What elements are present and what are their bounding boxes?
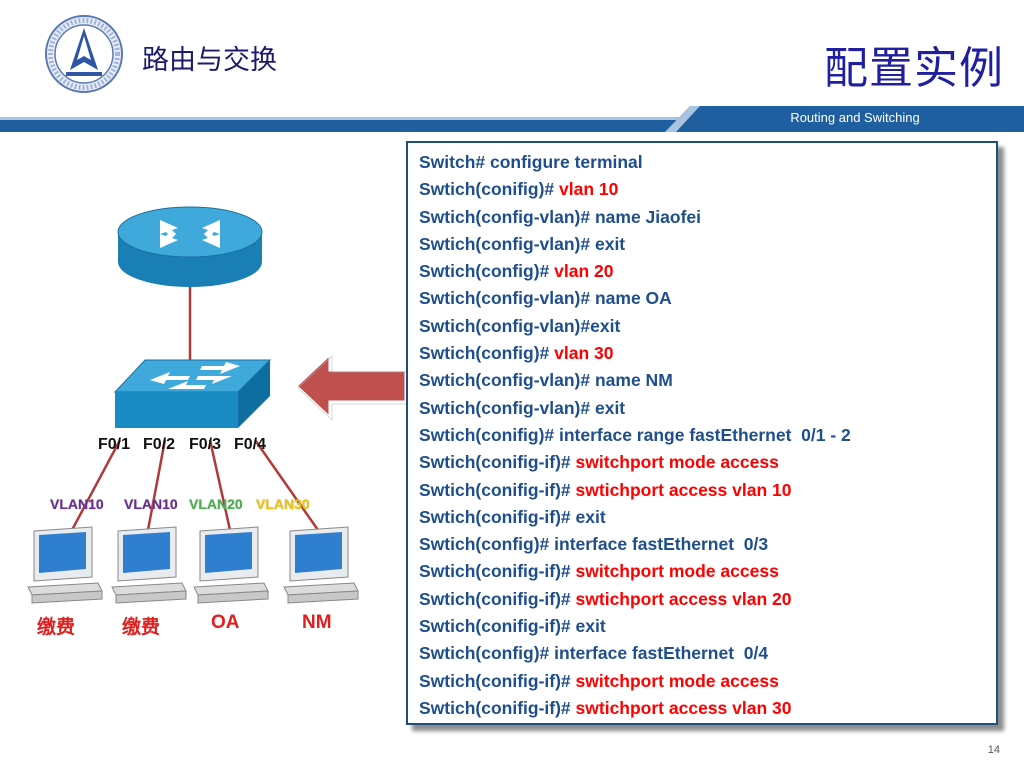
config-prompt: Swtich(conifig-if)# xyxy=(419,561,576,582)
config-line: Swtich(config)# vlan 30 xyxy=(419,340,851,367)
config-prompt: Swtich(conifig)# xyxy=(419,179,559,200)
config-line: Swtich(config)# vlan 20 xyxy=(419,258,851,285)
config-prompt: Swtich(config)# xyxy=(419,343,555,364)
university-logo-icon xyxy=(45,15,123,93)
config-highlight-command: switchport mode access xyxy=(575,561,779,582)
config-prompt: Swtich(config-vlan)# name OA xyxy=(419,288,672,309)
slide-title: 配置实例 xyxy=(824,43,1004,94)
pc-icon xyxy=(27,526,103,604)
config-prompt: Swtich(config-vlan)#exit xyxy=(419,315,621,336)
router-icon xyxy=(117,206,263,287)
config-highlight-command: vlan 20 xyxy=(554,261,614,282)
config-highlight-command: switchport mode access xyxy=(575,452,779,473)
config-highlight-command: swtichport access vlan 20 xyxy=(575,588,792,609)
vlan-label: VLAN30 xyxy=(256,496,310,512)
config-prompt: Swtich(conifig-if)# xyxy=(419,670,576,691)
config-highlight-command: vlan 30 xyxy=(554,343,614,364)
config-prompt: Swtich(config-vlan)# name Jiaofei xyxy=(419,206,701,227)
config-prompt: Swtich(conifig-if)# xyxy=(419,479,576,500)
pc-label: OA xyxy=(211,612,240,633)
config-line: Swtich(conifig-if)# swtichport access vl… xyxy=(419,477,851,504)
vlan-label: VLAN10 xyxy=(124,496,178,512)
header-band xyxy=(0,106,1024,132)
config-prompt: Swtich(conifig-if)# exit xyxy=(419,616,606,637)
config-line: Swtich(conifig)# interface range fastEth… xyxy=(419,422,851,449)
config-line: Swtich(config-vlan)# name Jiaofei xyxy=(419,204,851,231)
config-line: Swtich(conifig-if)# switchport mode acce… xyxy=(419,668,851,695)
config-prompt: Swtich(conifig-if)# exit xyxy=(419,506,606,527)
pc-icon xyxy=(111,526,187,604)
config-line: Swtich(conifig-if)# switchport mode acce… xyxy=(419,449,851,476)
config-line: Swtich(conifig-if)# swtichport access vl… xyxy=(419,586,851,613)
config-prompt: Swtich(config)# interface fastEthernet 0… xyxy=(419,534,769,555)
config-line: Swtich(config-vlan)# exit xyxy=(419,231,851,258)
config-line: Swtich(config-vlan)# name OA xyxy=(419,285,851,312)
config-line: Switch# configure terminal xyxy=(419,149,851,176)
course-title: 路由与交换 xyxy=(142,45,277,76)
config-line: Swtich(config)# interface fastEthernet 0… xyxy=(419,531,851,558)
port-label: F0/4 xyxy=(234,436,267,453)
port-label: F0/3 xyxy=(189,436,222,453)
vlan-label: VLAN10 xyxy=(50,496,104,512)
config-prompt: Swtich(config)# interface fastEthernet 0… xyxy=(419,643,769,664)
config-line: Swtich(conifig)# vlan 10 xyxy=(419,176,851,203)
port-label: F0/2 xyxy=(143,436,176,453)
pc-label: 缴费 xyxy=(122,617,161,638)
left-arrow-icon xyxy=(293,350,409,422)
pc-icon xyxy=(193,526,269,604)
config-prompt: Swtich(conifig)# interface range fastEth… xyxy=(419,424,851,445)
subtitle-band-label: Routing and Switching xyxy=(790,110,920,125)
switch-icon xyxy=(113,359,272,428)
config-line: Swtich(config-vlan)#exit xyxy=(419,313,851,340)
pc-label: NM xyxy=(302,612,332,633)
config-prompt: Swtich(config)# xyxy=(419,261,555,282)
config-prompt: Swtich(conifig-if)# xyxy=(419,452,576,473)
config-prompt: Swtich(conifig-if)# xyxy=(419,697,576,718)
pc-icon xyxy=(283,526,359,604)
config-prompt: Swtich(config-vlan)# exit xyxy=(419,233,626,254)
config-line: Swtich(conifig-if)# exit xyxy=(419,504,851,531)
config-line: Swtich(conifig-if)# exit xyxy=(419,613,851,640)
config-line: Swtich(conifig-if)# swtichport access vl… xyxy=(419,695,851,722)
config-line: Swtich(config-vlan)# exit xyxy=(419,395,851,422)
page-number: 14 xyxy=(987,744,1000,756)
config-line: Swtich(conifig-if)# switchport mode acce… xyxy=(419,558,851,585)
config-highlight-command: switchport mode access xyxy=(575,670,779,691)
network-diagram xyxy=(27,206,409,604)
config-line: Swtich(config)# interface fastEthernet 0… xyxy=(419,640,851,667)
config-prompt: Switch# configure terminal xyxy=(419,152,643,172)
port-label: F0/1 xyxy=(98,436,131,453)
config-highlight-command: swtichport access vlan 10 xyxy=(575,479,792,500)
config-prompt: Swtich(config-vlan)# exit xyxy=(419,397,626,418)
pc-label: 缴费 xyxy=(37,617,76,638)
config-line: Swtich(config-vlan)# name NM xyxy=(419,367,851,394)
config-highlight-command: swtichport access vlan 30 xyxy=(575,697,792,718)
config-prompt: Swtich(conifig-if)# xyxy=(419,588,576,609)
config-highlight-command: vlan 10 xyxy=(559,179,619,200)
network-links xyxy=(70,285,320,531)
config-prompt: Swtich(config-vlan)# name NM xyxy=(419,370,673,391)
vlan-label: VLAN20 xyxy=(189,496,243,512)
